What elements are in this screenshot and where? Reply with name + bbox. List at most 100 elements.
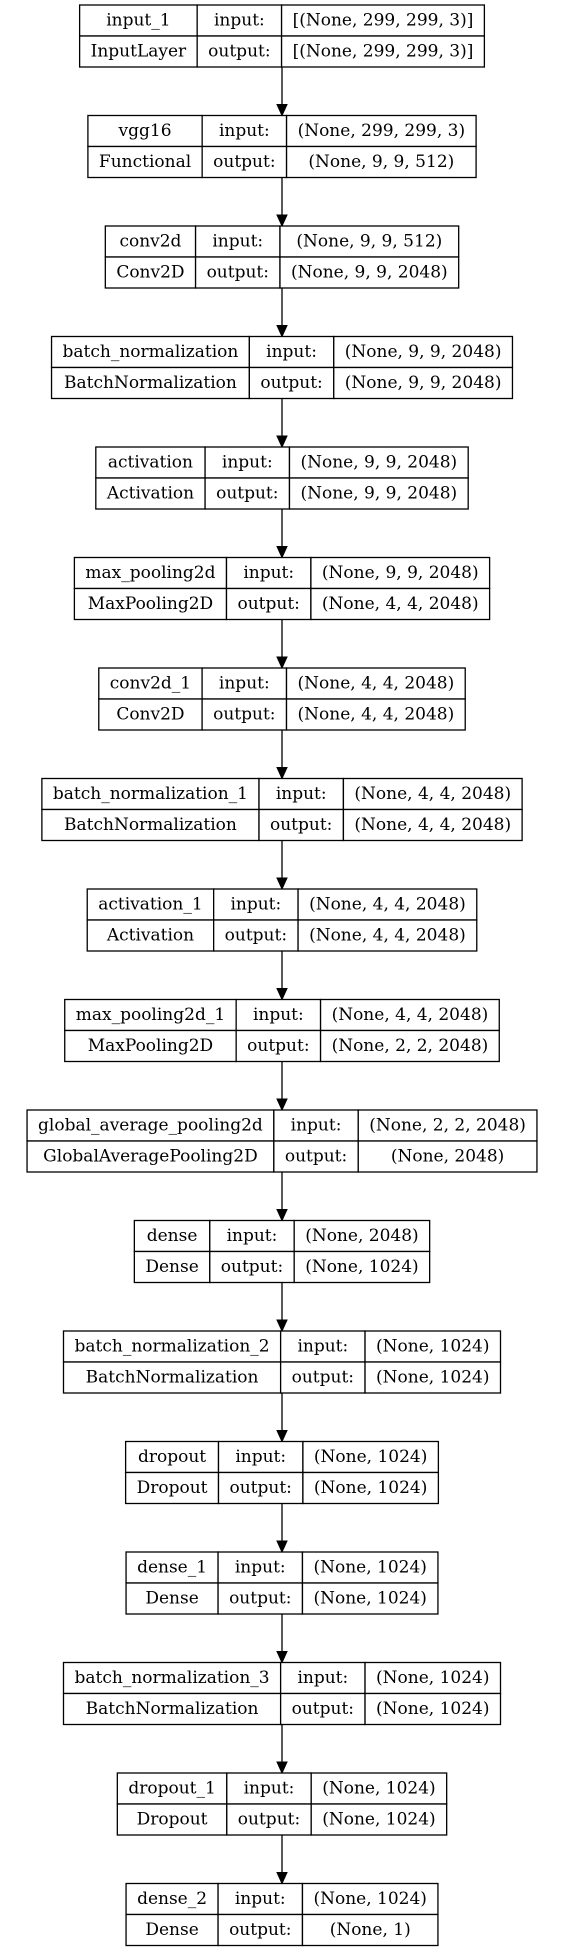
edge-arrow: [276, 619, 288, 670]
cell-c0-r0: [95, 446, 206, 479]
layer-type: MaxPooling2D: [88, 1036, 214, 1056]
output-shape: (None, 9, 9, 512): [308, 152, 454, 172]
arrow-head: [276, 656, 288, 670]
arrow-head: [276, 1098, 288, 1112]
output-shape: (None, 1024): [376, 1368, 489, 1388]
cell-c2-r0: [285, 667, 466, 700]
cell-c0-r1: [78, 35, 198, 68]
cell-c0-r1: [125, 1913, 219, 1947]
layer-type: MaxPooling2D: [88, 594, 214, 614]
output-label: output:: [270, 815, 332, 835]
arrow-head: [276, 767, 288, 780]
output-shape: (None, 9, 9, 2048): [345, 373, 502, 393]
input-shape: [(None, 299, 299, 3)]: [293, 11, 474, 31]
cell-c2-r1: [364, 1361, 502, 1394]
layer-node: [41, 777, 523, 842]
layer-name: input_1: [106, 11, 170, 31]
layer-type: Dropout: [137, 1810, 208, 1830]
layer-name: max_pooling2d: [85, 563, 215, 583]
output-label: output:: [230, 1478, 292, 1498]
output-label: output:: [207, 263, 269, 283]
layer-type: BatchNormalization: [86, 1699, 259, 1719]
arrow-head: [276, 1430, 288, 1443]
cell-c1-r1: [194, 256, 281, 289]
input-label: input:: [297, 1668, 348, 1688]
edge-arrow: [276, 730, 288, 780]
layer-node: [104, 225, 460, 289]
cell-c0-r1: [95, 477, 206, 510]
cell-c2-r0: [301, 1551, 439, 1584]
arrow-head: [276, 1872, 288, 1885]
input-label: input:: [244, 1779, 295, 1799]
input-label: input:: [235, 1447, 286, 1467]
layer-name: dropout: [138, 1447, 206, 1467]
input-label: input:: [235, 1558, 286, 1578]
cell-c1-r0: [213, 888, 299, 921]
cell-c1-r1: [217, 1913, 304, 1947]
output-shape: (None, 4, 4, 2048): [298, 705, 455, 725]
edge-arrow: [276, 1835, 288, 1885]
layer-node: [26, 1109, 538, 1173]
layer-name: activation_1: [98, 895, 202, 915]
arrow-head: [276, 214, 288, 228]
cell-c1-r1: [273, 1140, 359, 1173]
edge-arrow: [276, 840, 288, 891]
input-shape: (None, 4, 4, 2048): [298, 674, 455, 694]
input-label: input:: [235, 1889, 286, 1909]
output-shape: (None, 1): [330, 1920, 411, 1940]
input-shape: (None, 9, 9, 2048): [345, 342, 502, 362]
output-label: output:: [238, 594, 300, 614]
input-label: input:: [253, 1005, 304, 1025]
edge-arrow: [276, 1172, 288, 1222]
layer-name: dense_1: [137, 1558, 207, 1578]
layer-type: Functional: [99, 152, 191, 172]
output-label: output:: [225, 926, 287, 946]
layer-node: [50, 335, 514, 400]
layer-type: BatchNormalization: [64, 815, 237, 835]
layer-name: conv2d_1: [110, 674, 191, 694]
input-label: input:: [219, 121, 270, 141]
cell-c2-r1: [364, 1692, 502, 1726]
output-shape: (None, 1024): [322, 1810, 435, 1830]
layer-node: [62, 1330, 502, 1394]
arrow-head: [276, 435, 288, 449]
edge-arrow: [276, 1503, 288, 1554]
cell-c0-r1: [98, 698, 203, 731]
arrow-head: [276, 546, 288, 559]
cell-c1-r0: [258, 777, 345, 811]
cell-c0-r1: [62, 1692, 282, 1726]
cell-c0-r1: [125, 1582, 219, 1615]
arrow-head: [276, 1209, 288, 1222]
cell-c2-r0: [297, 888, 478, 921]
input-shape: (None, 9, 9, 2048): [300, 453, 457, 473]
cell-c2-r0: [279, 225, 460, 258]
output-label: output:: [221, 1257, 283, 1277]
layer-name: dropout_1: [128, 1779, 215, 1799]
cell-c2-r0: [364, 1661, 502, 1695]
cell-c1-r0: [194, 225, 281, 258]
cell-c2-r1: [310, 587, 491, 621]
cell-c2-r0: [293, 1219, 431, 1253]
layer-name: batch_normalization_2: [75, 1337, 270, 1357]
arrow-head: [276, 104, 288, 117]
output-label: output:: [229, 1920, 291, 1940]
output-shape: (None, 1024): [376, 1699, 489, 1719]
layer-node: [125, 1551, 439, 1615]
cell-c2-r1: [319, 1029, 500, 1063]
cell-c0-r1: [73, 587, 228, 621]
layer-node: [95, 446, 469, 510]
input-label: input:: [243, 563, 294, 583]
edge-arrow: [276, 1724, 288, 1775]
cell-c2-r1: [301, 1913, 439, 1947]
layer-type: Dense: [145, 1920, 198, 1940]
cell-c2-r0: [364, 1330, 502, 1363]
cell-c2-r0: [301, 1882, 439, 1916]
cell-c0-r0: [41, 777, 260, 811]
layer-name: vgg16: [118, 121, 172, 141]
cell-c0-r0: [86, 888, 215, 921]
cell-c2-r1: [279, 256, 460, 289]
output-shape: (None, 4, 4, 2048): [354, 815, 511, 835]
edge-arrow: [276, 1614, 288, 1664]
input-shape: (None, 9, 9, 2048): [322, 563, 479, 583]
edge-arrow: [276, 398, 288, 449]
